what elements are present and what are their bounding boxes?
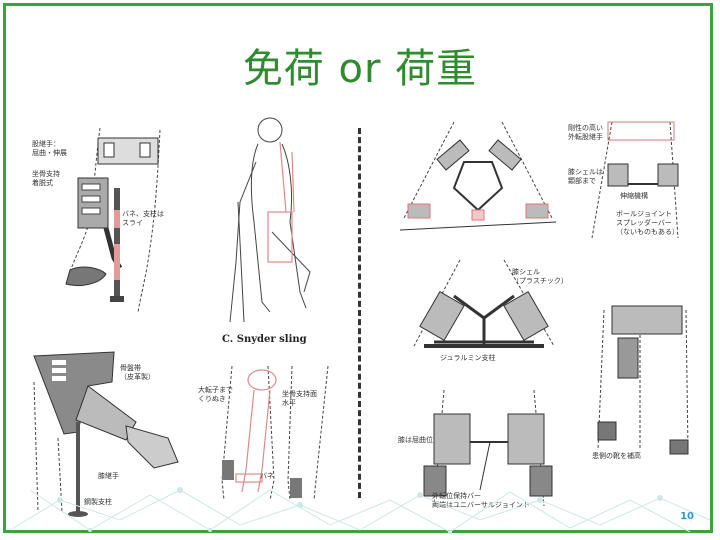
- slide-title: 免荷 or 荷重: [0, 36, 720, 94]
- abduction-orthosis-1-drawing: [394, 118, 562, 240]
- figure-shoe-lift: 患側の靴を補高: [590, 290, 696, 470]
- figure-duralumin-frame: 膝シェル （プラスチック） ジュラルミン支柱: [394, 256, 578, 376]
- rigid-hip-joint-label: 剛性の高い 外転股継手: [568, 124, 603, 142]
- figure-snyder-sling: C. Snyder sling: [210, 112, 340, 352]
- network-decoration: [0, 470, 720, 540]
- ischial-support-label: 坐骨支持 着脱式: [32, 170, 60, 188]
- shoe-lift-label: 患側の靴を補高: [592, 452, 641, 461]
- trochanter-label: 大転子まで くりぬき: [198, 386, 233, 404]
- knee-shell-plastic-label: 膝シェル （プラスチック）: [512, 268, 568, 286]
- shoe-lift-drawing: [590, 290, 696, 470]
- panel-divider: [358, 128, 361, 498]
- pelvic-band-label: 骨盤帯 （皮革製）: [120, 364, 155, 382]
- telescopic-label: 伸縮機構: [620, 192, 648, 201]
- figure-abduction-orthosis-2: 剛性の高い 外転股継手 膝シェルは 顆部まで 伸縮機構 ボールジョイント スプレ…: [566, 118, 696, 248]
- figure-hip-orthosis: 股継手： 屈曲・伸展 坐骨支持 着脱式 バネ、支柱は スライ: [30, 118, 178, 318]
- spring-strut-label: バネ、支柱は スライ: [122, 210, 164, 228]
- figure-abduction-orthosis-1: [394, 118, 562, 240]
- knee-shell-label: 膝シェルは 顆部まで: [568, 168, 603, 186]
- page-number: 10: [680, 511, 694, 522]
- snyder-sling-caption: C. Snyder sling: [222, 334, 307, 345]
- snyder-sling-drawing: [210, 112, 340, 332]
- hip-joint-label: 股継手： 屈曲・伸展: [32, 140, 67, 158]
- ischial-face-label: 坐骨支持面 水平: [282, 390, 317, 408]
- knee-flexion-label: 膝は屈曲位: [398, 436, 433, 445]
- duralumin-strut-label: ジュラルミン支柱: [440, 354, 496, 363]
- spreader-bar-label: ボールジョイント スプレッダーバー （ないものもある）: [616, 210, 679, 237]
